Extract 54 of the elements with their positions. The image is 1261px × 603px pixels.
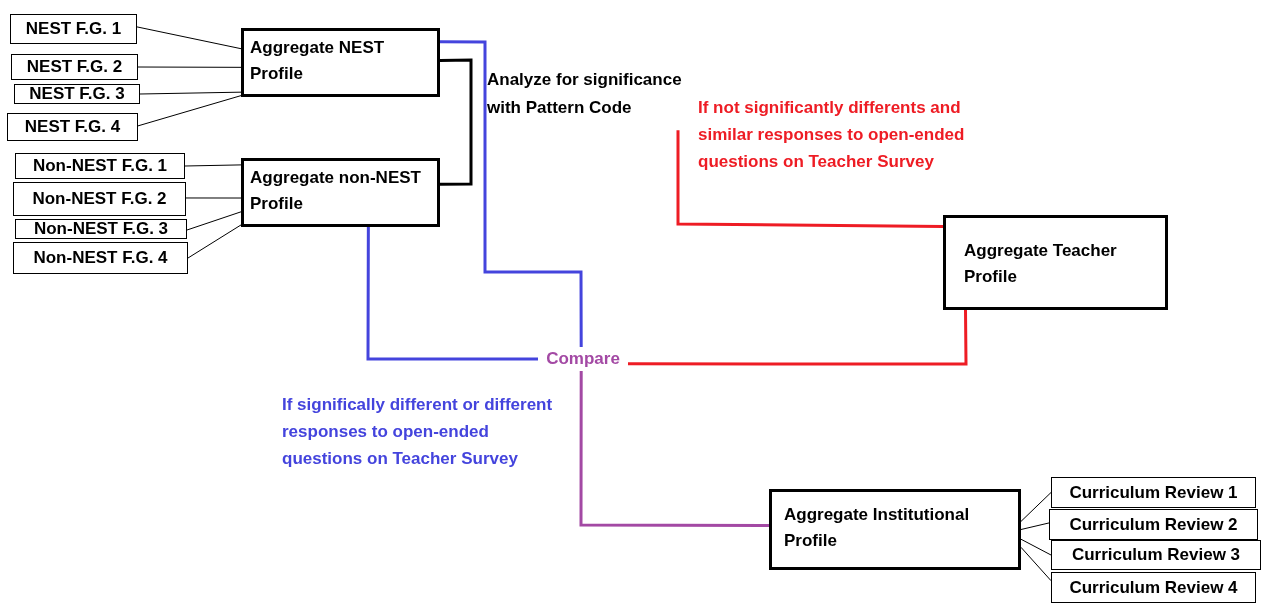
node-text: Curriculum Review 3 bbox=[1071, 545, 1241, 565]
condition-note: If significally different or different responses to open-ended questions on Teacher Survey bbox=[282, 394, 554, 470]
connector-line bbox=[628, 310, 968, 366]
connector-line bbox=[137, 66, 242, 68]
node-text: Non-NEST F.G. 4 bbox=[33, 248, 168, 268]
edge-label: Analyze for significance with Pattern Code bbox=[487, 69, 683, 119]
connector-line bbox=[136, 26, 242, 50]
connector-line bbox=[579, 371, 769, 527]
source-box bbox=[15, 219, 187, 239]
source-box bbox=[15, 153, 185, 179]
connector-line bbox=[440, 40, 583, 347]
node-text: NEST F.G. 3 bbox=[29, 84, 125, 104]
source-box bbox=[10, 14, 137, 44]
connector-line bbox=[137, 95, 242, 127]
source-box bbox=[7, 113, 138, 141]
connector-line bbox=[139, 91, 242, 95]
node-text: Non-NEST F.G. 1 bbox=[32, 156, 168, 176]
source-box bbox=[14, 84, 140, 104]
node-text: Aggregate Teacher Profile bbox=[964, 240, 1118, 288]
profile-box bbox=[241, 28, 440, 97]
node-text: Aggregate non-NEST Profile bbox=[250, 167, 422, 215]
node-text: NEST F.G. 4 bbox=[24, 117, 121, 137]
node-text: NEST F.G. 1 bbox=[25, 19, 122, 39]
connector-line bbox=[186, 211, 242, 231]
connector-line bbox=[1020, 492, 1052, 522]
connector-line bbox=[676, 130, 943, 228]
profile-box bbox=[769, 489, 1021, 570]
connector-line bbox=[184, 164, 242, 167]
connector-line bbox=[185, 197, 242, 199]
source-box bbox=[11, 54, 138, 80]
source-box bbox=[1049, 509, 1258, 540]
connector-line bbox=[187, 224, 242, 259]
profile-box bbox=[241, 158, 440, 227]
node-text: Curriculum Review 4 bbox=[1069, 577, 1238, 598]
node-text: Aggregate Institutional Profile bbox=[784, 504, 971, 552]
node-text: NEST F.G. 2 bbox=[26, 57, 123, 77]
connector-line bbox=[1020, 522, 1050, 530]
node-text: Non-NEST F.G. 3 bbox=[33, 219, 169, 239]
source-box bbox=[1051, 477, 1256, 508]
source-box bbox=[1051, 540, 1261, 570]
connector-line bbox=[1020, 546, 1052, 582]
node-text: Curriculum Review 1 bbox=[1069, 482, 1238, 503]
connector-line bbox=[366, 227, 538, 361]
source-box bbox=[1051, 572, 1256, 603]
node-text: Aggregate NEST Profile bbox=[250, 37, 386, 85]
source-box bbox=[13, 182, 186, 216]
node-text: If not significantly differents and similar responses to open-ended questions on Teacher Survey bbox=[698, 97, 966, 173]
node-text: Curriculum Review 2 bbox=[1069, 514, 1238, 535]
profile-box bbox=[943, 215, 1168, 310]
node-text: Compare bbox=[545, 348, 621, 370]
connector-line bbox=[439, 58, 473, 186]
connector-line bbox=[1020, 538, 1052, 556]
node-text: Non-NEST F.G. 2 bbox=[32, 189, 167, 209]
source-box bbox=[13, 242, 188, 274]
